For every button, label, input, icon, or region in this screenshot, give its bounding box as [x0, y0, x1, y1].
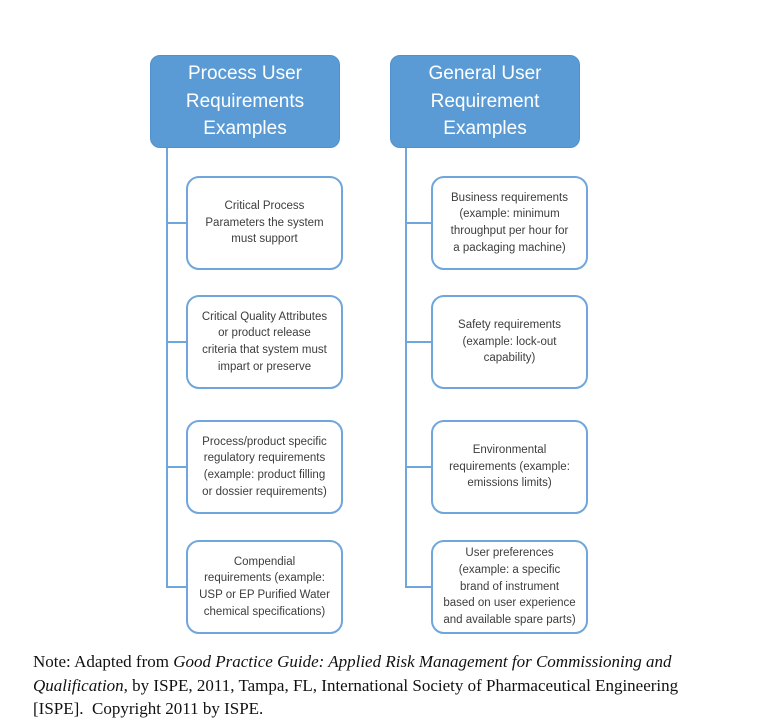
connector-branch-right-1: [405, 222, 433, 224]
connector-branch-left-3: [166, 466, 188, 468]
connector-branch-left-4: [166, 586, 188, 588]
note-text-italic-title: Good Practice Guide: Applied Risk Manage…: [173, 652, 672, 671]
connector-line-vertical-right: [405, 148, 407, 588]
citation-note: Note: Adapted from Good Practice Guide: …: [33, 650, 763, 721]
citation-note-line-2: Qualification, by ISPE, 2011, Tampa, FL,…: [33, 674, 763, 698]
connector-branch-right-4: [405, 586, 433, 588]
requirement-box-regulatory-requirements: Process/product specific regulatory requ…: [186, 420, 343, 514]
connector-branch-left-1: [166, 222, 188, 224]
note-text-italic-title: Qualification: [33, 675, 124, 695]
connector-branch-left-2: [166, 341, 188, 343]
requirement-box-environmental-requirements: Environmental requirements (example: emi…: [431, 420, 588, 514]
requirement-box-compendial-requirements: Compendial requirements (example: USP or…: [186, 540, 343, 634]
connector-line-vertical-left: [166, 148, 168, 588]
citation-note-line-3: [ISPE]. Copyright 2011 by ISPE.: [33, 697, 763, 721]
requirement-box-critical-process-parameters: Critical Process Parameters the system m…: [186, 176, 343, 270]
connector-branch-right-3: [405, 466, 433, 468]
process-user-requirements-header-box: Process User Requirements Examples: [150, 55, 340, 148]
note-text-regular: , by ISPE, 2011, Tampa, FL, Internationa…: [123, 675, 679, 695]
requirement-box-safety-requirements: Safety requirements (example: lock-out c…: [431, 295, 588, 389]
general-user-requirement-header-box: General User Requirement Examples: [390, 55, 580, 148]
requirement-box-critical-quality-attributes: Critical Quality Attributes or product r…: [186, 295, 343, 389]
note-text-regular: [ISPE]. Copyright 2011 by ISPE.: [33, 699, 264, 718]
connector-branch-right-2: [405, 341, 433, 343]
citation-note-line-1: Note: Adapted from Good Practice Guide: …: [33, 650, 763, 674]
requirement-box-user-preferences: User preferences (example: a specific br…: [431, 540, 588, 634]
requirement-box-business-requirements: Business requirements (example: minimum …: [431, 176, 588, 270]
note-text-regular: Note: Adapted from: [33, 652, 174, 671]
